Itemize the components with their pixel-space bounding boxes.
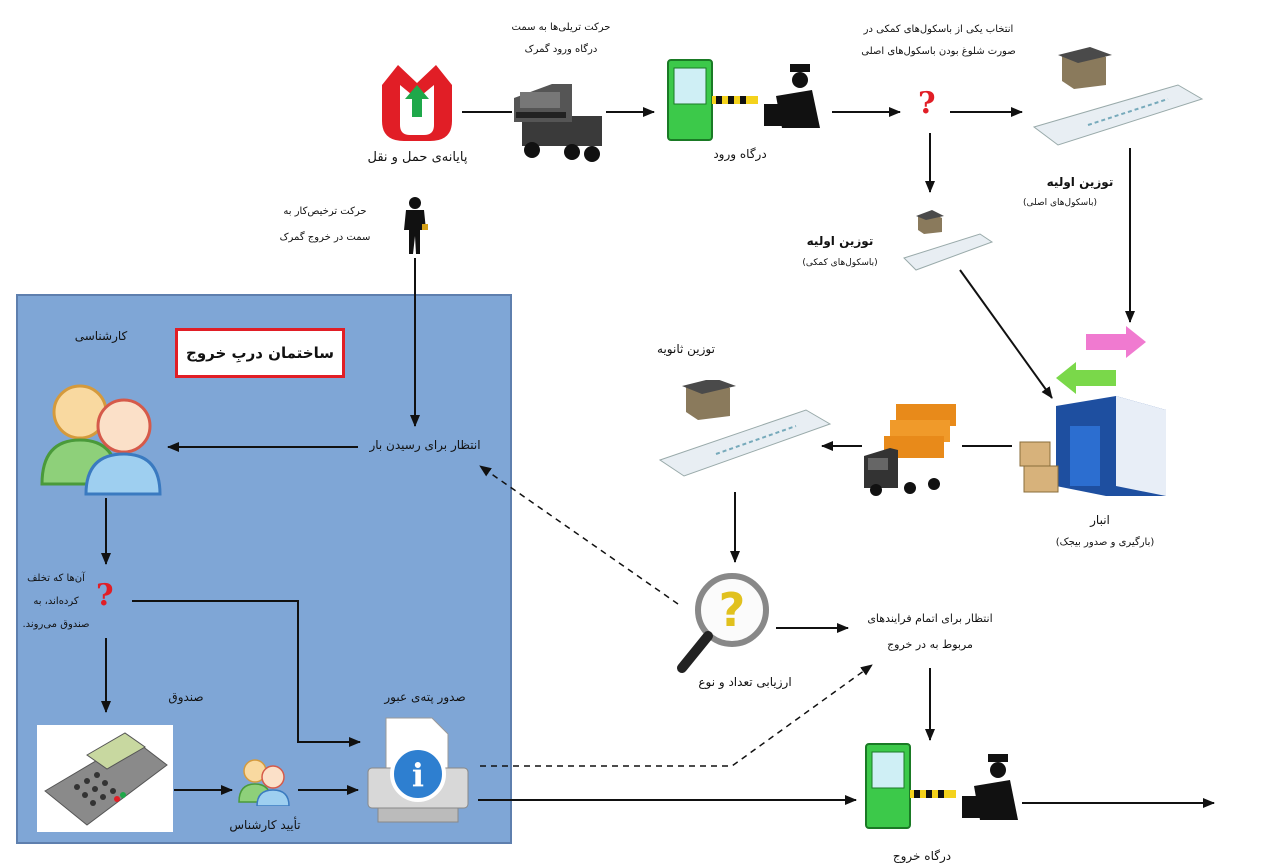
entry-gate-label: درگاه ورود [713,147,767,161]
dashed-eval-to-wait-cargo [479,465,679,605]
users-icon [40,380,162,500]
warehouse-sublabel: (بارگیری و صدور بیجک) [1055,537,1155,548]
violators-question-icon: ? [96,578,114,613]
violators-line-3: صندوق می‌روند. [22,619,90,630]
broker-move-label-1: حرکت ترخیص‌کار به [283,206,367,217]
exit-gate-icon [862,740,1022,836]
weighbridge-aux-icon [902,210,994,276]
initial-weigh-aux-label: توزین اولیه [806,234,874,248]
wait-processes-label-1: انتظار برای اتمام فرایندهای [867,612,993,625]
broker-move-label-2: سمت در خروج گمرک [279,232,371,243]
exit-building-title: ساختمان دربِ خروج [175,328,345,378]
exit-gate-label: درگاه خروج [892,849,952,863]
wait-cargo-label: انتظار برای رسیدن بار [369,438,481,452]
magnifier-question-icon: ? [676,568,776,678]
cashier-label: صندوق [168,690,204,704]
initial-weigh-aux-sublabel: (باسکول‌های کمکی) [802,258,878,268]
secondary-weigh-label: توزین ثانویه [657,342,715,356]
expert-label: کارشناسی [74,329,128,343]
choose-scale-label-1: انتخاب یکی از باسکول‌های کمکی در [863,24,1014,35]
initial-weigh-main-sublabel: (باسکول‌های اصلی) [1023,198,1097,208]
weighbridge-secondary-icon [656,378,832,484]
issue-pass-label: صدور پته‌ی عبور [384,690,466,704]
dashed-printer-to-wait-processes [480,664,873,767]
card-reader-icon [37,725,173,832]
warehouse-label: انبار [1090,513,1110,527]
semi-truck-icon [512,78,608,168]
violators-line-2: کرده‌اند، به [33,596,79,607]
evaluate-label: ارزیابی تعداد و نوع [698,675,792,689]
violators-line-1: آن‌ها که تخلف [27,573,85,584]
truck-move-label-1: حرکت تریلی‌ها به سمت [511,22,611,33]
approval-users-icon [238,758,290,810]
arrow-aux-scale-to-warehouse [959,269,1053,399]
arrow-violators-to-printer [132,600,361,747]
walking-person-icon [400,196,430,260]
entry-gate-icon [664,56,824,150]
wait-processes-label-2: مربوط به در خروج [887,638,973,651]
printer-info-icon: i [364,714,472,830]
question-mark-icon: ? [918,86,936,121]
svg-text:i: i [412,756,424,794]
expert-approval-label: تأیید کارشناس [229,818,301,832]
transport-terminal-logo-icon [374,55,460,145]
weighbridge-main-icon [1028,45,1204,151]
warehouse-icon [1016,326,1176,502]
terminal-label: پایانه‌ی حمل و نقل [367,150,468,165]
truck-fleet-icon [862,398,962,502]
initial-weigh-main-label: توزین اولیه [1046,175,1114,189]
truck-move-label-2: درگاه ورود گمرک [524,44,598,55]
choose-scale-label-2: صورت شلوغ بودن باسکول‌های اصلی [861,46,1016,57]
svg-text:?: ? [719,583,746,637]
